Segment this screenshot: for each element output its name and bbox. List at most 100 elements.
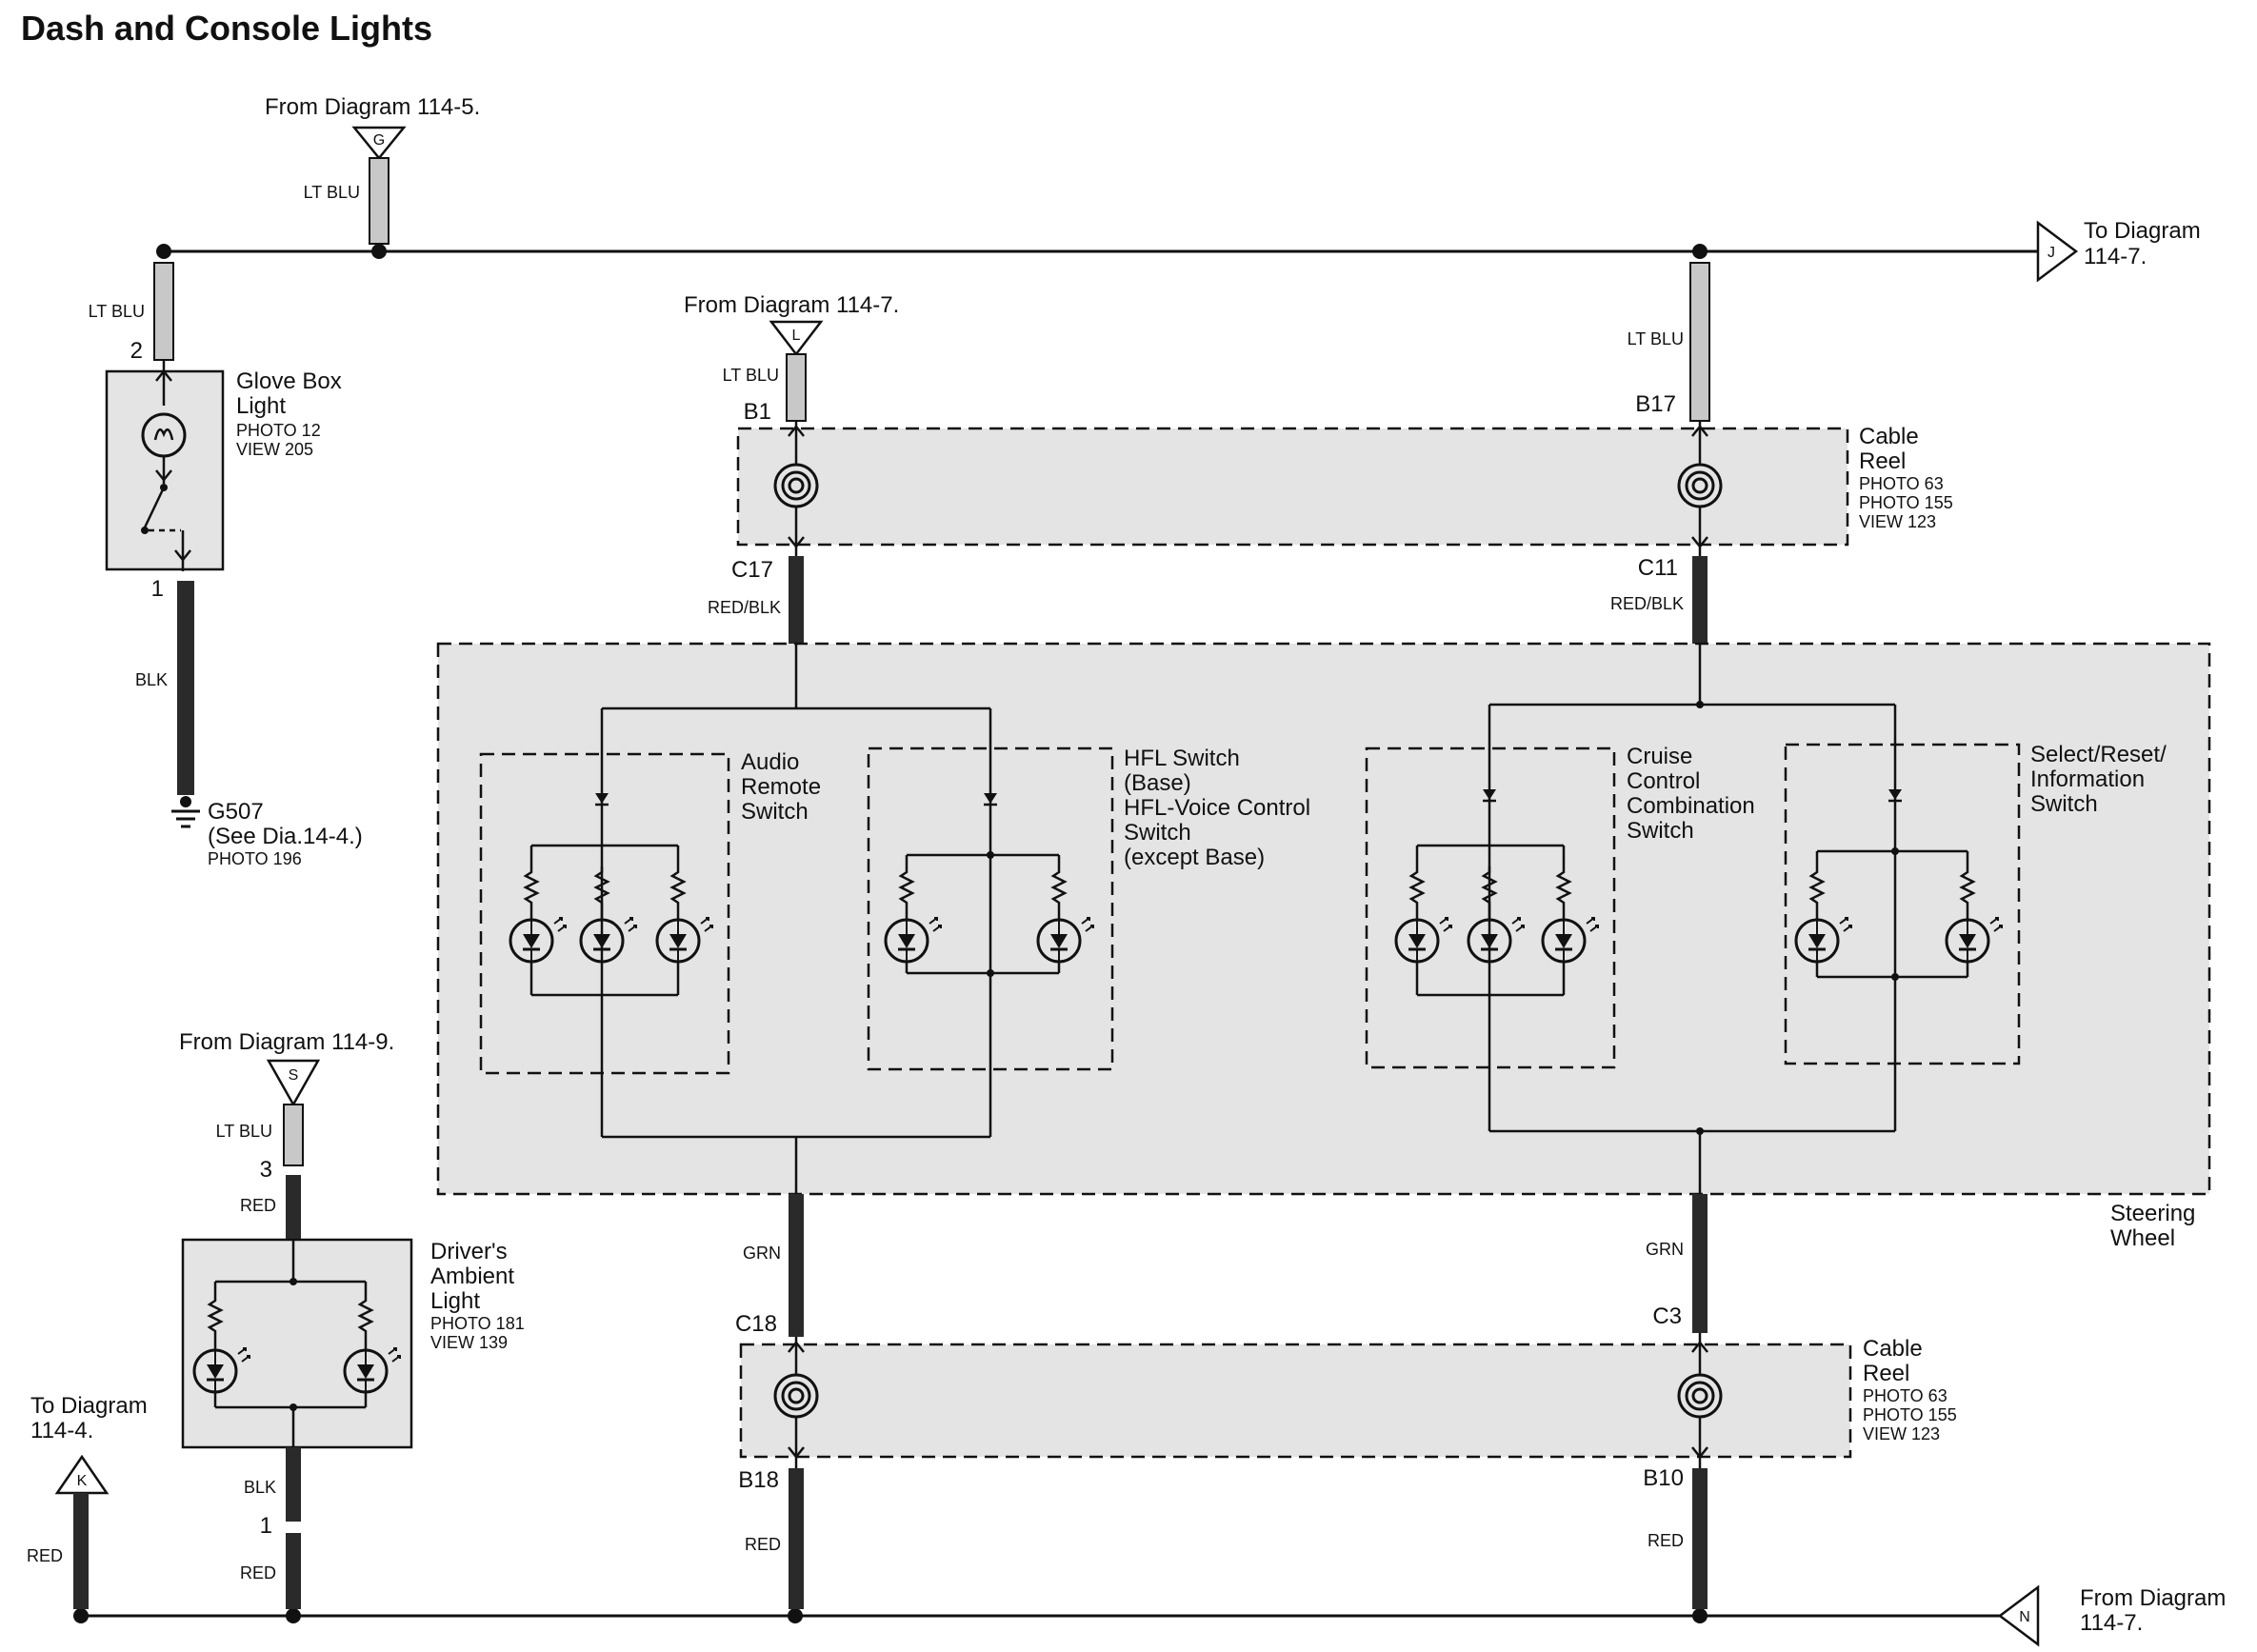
pin-label: B18 xyxy=(738,1467,779,1493)
pin-label: 1 xyxy=(260,1513,272,1539)
pin-label: C17 xyxy=(731,557,773,583)
select-switch-label-3: Switch xyxy=(2030,791,2098,817)
wire-right-mid xyxy=(1692,556,1708,644)
cable-reel-top-view: VIEW 123 xyxy=(1859,512,1936,531)
pin-label: C3 xyxy=(1652,1304,1682,1329)
hfl-switch-label-2: (Base) xyxy=(1124,770,1191,796)
pin-label: C18 xyxy=(735,1311,777,1337)
splice-dot xyxy=(1692,244,1708,259)
cruise-switch-label-2: Control xyxy=(1627,768,1700,794)
wire-right-bottom xyxy=(1692,1468,1708,1609)
wire-color-label: RED/BLK xyxy=(708,598,781,617)
wire-color-label: BLK xyxy=(135,670,168,689)
cable-reel-bottom-photo: PHOTO 63 xyxy=(1863,1386,1947,1405)
splice-dot xyxy=(156,244,171,259)
wire-color-label: LT BLU xyxy=(304,183,360,202)
page-title: Dash and Console Lights xyxy=(21,9,432,48)
steering-wheel-box xyxy=(436,642,2211,1196)
steering-wheel-label: Steering xyxy=(2110,1201,2195,1226)
pin-label: C11 xyxy=(1638,555,1678,581)
connector-n-label-2: 114-7. xyxy=(2080,1610,2143,1636)
select-reset-information-switch xyxy=(1784,743,2021,1065)
connector-j-triangle xyxy=(2036,220,2079,283)
splice-dot xyxy=(286,1608,301,1623)
wire-driver-top xyxy=(286,1175,301,1240)
steering-wheel-label-2: Wheel xyxy=(2110,1225,2175,1251)
wire-color-label: RED xyxy=(745,1535,781,1554)
audio-remote-switch xyxy=(479,752,730,1075)
ground-ref: (See Dia.14-4.) xyxy=(208,824,363,849)
hfl-switch-label-5: (except Base) xyxy=(1124,845,1265,870)
connector-j-label-2: 114-7. xyxy=(2084,244,2147,269)
cruise-switch-label-4: Switch xyxy=(1627,818,1694,844)
connector-n-label: From Diagram xyxy=(2080,1585,2226,1611)
connector-j-label: To Diagram xyxy=(2084,218,2201,244)
wire-color-label: LT BLU xyxy=(216,1122,272,1141)
connector-n-letter: N xyxy=(2019,1609,2030,1625)
wire-right-low xyxy=(1692,1194,1708,1333)
connector-l-triangle xyxy=(769,320,824,357)
driver-light-view: VIEW 139 xyxy=(430,1333,508,1352)
cable-reel-top-photo: PHOTO 63 xyxy=(1859,474,1944,493)
pin-label: 3 xyxy=(260,1157,272,1183)
ground-photo: PHOTO 196 xyxy=(208,849,302,868)
wire-color-label: GRN xyxy=(743,1244,781,1263)
wire-color-label: RED xyxy=(27,1546,63,1565)
connector-l-letter: L xyxy=(792,328,801,344)
cable-reel-bottom-title: Cable xyxy=(1863,1336,1923,1362)
wire-right-top xyxy=(1689,262,1710,422)
driver-ambient-light xyxy=(181,1238,413,1449)
connector-s-letter: S xyxy=(289,1067,299,1084)
driver-light-photo: PHOTO 181 xyxy=(430,1314,525,1333)
cable-reel-top-photo-2: PHOTO 155 xyxy=(1859,493,1953,512)
wire-l xyxy=(786,353,807,422)
connector-n-triangle xyxy=(1997,1584,2040,1647)
driver-light-title-2: Ambient xyxy=(430,1264,514,1289)
wire-g xyxy=(369,157,389,245)
connector-g-triangle xyxy=(351,126,407,160)
wire-s xyxy=(283,1104,304,1166)
wire-color-label: BLK xyxy=(244,1478,276,1497)
glove-box-photo: PHOTO 12 xyxy=(236,421,321,440)
ground-label: G507 xyxy=(208,799,264,825)
connector-s-triangle xyxy=(266,1059,321,1107)
connector-s-label: From Diagram 114-9. xyxy=(179,1029,394,1055)
wire-color-label: LT BLU xyxy=(1628,329,1684,348)
cable-reel-top xyxy=(736,427,1849,547)
cruise-control-switch xyxy=(1365,746,1616,1069)
pin-label: B17 xyxy=(1635,391,1676,417)
wire-color-label: GRN xyxy=(1646,1240,1684,1259)
hfl-switch xyxy=(867,746,1114,1071)
wire-glove-bottom xyxy=(177,581,194,795)
connector-j-letter: J xyxy=(2047,245,2055,261)
wire-color-label: LT BLU xyxy=(89,302,145,321)
hfl-switch-label: HFL Switch xyxy=(1124,746,1240,771)
cruise-switch-label: Cruise xyxy=(1627,744,1692,769)
pin-label: 2 xyxy=(130,338,143,364)
connector-g-label: From Diagram 114-5. xyxy=(265,94,480,120)
cable-reel-bottom-photo-2: PHOTO 155 xyxy=(1863,1405,1957,1424)
pin-label: B10 xyxy=(1643,1465,1684,1491)
wire-color-label: RED xyxy=(240,1563,276,1582)
wire-color-label: RED xyxy=(240,1196,276,1215)
glove-box-view: VIEW 205 xyxy=(236,440,313,459)
audio-switch-label: Audio xyxy=(741,749,799,775)
splice-dot xyxy=(1692,1608,1708,1623)
audio-switch-label-3: Switch xyxy=(741,799,809,825)
select-switch-label-2: Information xyxy=(2030,766,2145,792)
splice-dot xyxy=(788,1608,803,1623)
wire-left-mid xyxy=(789,556,804,644)
pin-label: 1 xyxy=(151,576,164,602)
audio-switch-label-2: Remote xyxy=(741,774,821,800)
wire-driver-bottom-2 xyxy=(286,1533,301,1609)
select-switch-label: Select/Reset/ xyxy=(2030,742,2167,767)
pin-label: B1 xyxy=(744,399,771,425)
cable-reel-top-title: Cable xyxy=(1859,424,1919,449)
connector-k-letter: K xyxy=(77,1473,88,1489)
cable-reel-top-title-2: Reel xyxy=(1859,448,1906,474)
splice-dot xyxy=(73,1608,89,1623)
wire-driver-bottom xyxy=(286,1447,301,1522)
connector-g-letter: G xyxy=(373,132,385,149)
cable-reel-bottom-view: VIEW 123 xyxy=(1863,1424,1940,1443)
